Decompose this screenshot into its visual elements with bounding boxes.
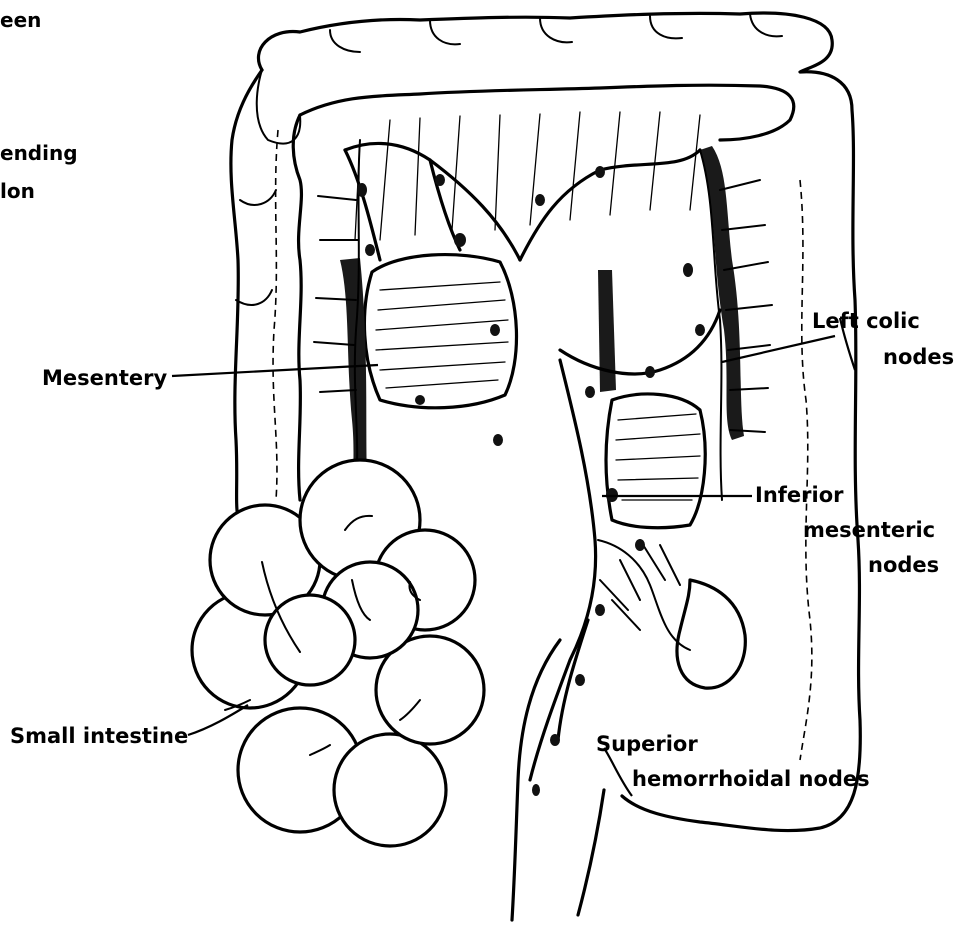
mesocolon-lines	[355, 112, 700, 240]
lymph-node	[595, 604, 605, 616]
label-ascending-colon-line1: ending	[0, 141, 78, 165]
colon-frame	[231, 13, 860, 831]
sigmoid-region	[512, 394, 745, 920]
lymph-node	[454, 233, 466, 247]
intestine-loop	[265, 595, 355, 685]
center-shadow-strip	[598, 270, 616, 392]
lymph-node	[365, 244, 375, 256]
arcade-upper	[345, 150, 700, 260]
lymph-node	[535, 194, 545, 206]
label-left-colic-line1: Left colic	[812, 309, 920, 333]
haustra-left	[236, 70, 300, 305]
lymph-node	[493, 434, 503, 446]
lymph-node	[695, 324, 705, 336]
label-mesentery: Mesentery	[42, 366, 167, 390]
label-inferior-mesenteric-line1: Inferior	[755, 483, 844, 507]
lymph-node	[490, 324, 500, 336]
colon-outer-outline	[258, 13, 860, 831]
mesentery-leader	[172, 365, 378, 376]
rectal-network	[598, 540, 690, 650]
colon-outer-left	[231, 70, 262, 520]
lymph-node	[575, 674, 585, 686]
descending-colon-dashed-taenia	[800, 180, 812, 760]
label-spleen-fragment: een	[0, 8, 41, 32]
middle-colic-vessel	[345, 143, 520, 260]
lymph-node	[645, 366, 655, 378]
label-superior-hemorrhoidal-line2: hemorrhoidal nodes	[632, 767, 870, 791]
lymph-node	[585, 386, 595, 398]
rectum-left-wall	[512, 640, 560, 920]
lymph-node	[550, 734, 560, 746]
label-inferior-mesenteric-line3: nodes	[868, 553, 939, 577]
label-inferior-mesenteric-line2: mesenteric	[803, 518, 935, 542]
mesentery-hatching	[376, 282, 508, 388]
label-small-intestine: Small intestine	[10, 724, 188, 748]
ascending-colon-inner	[293, 115, 301, 500]
lymph-node	[683, 263, 693, 277]
lymph-node	[357, 183, 367, 197]
lymph-node	[532, 784, 540, 796]
label-left-colic-line2: nodes	[883, 345, 954, 369]
left-colic-vessel	[560, 310, 720, 374]
lymph-node	[435, 174, 445, 186]
lymph-node	[415, 395, 425, 405]
transverse-colon-inner	[300, 85, 794, 140]
ascending-colon-dashed-taenia	[273, 130, 278, 500]
label-superior-hemorrhoidal-line1: Superior	[596, 732, 698, 756]
lymph-node	[635, 539, 645, 551]
mesentery-region	[340, 112, 744, 500]
sigmoid-hatching	[616, 414, 700, 500]
small-intestine-leader	[188, 705, 248, 735]
rectum-right-wall	[578, 790, 604, 915]
intestine-loop	[334, 734, 446, 846]
label-ascending-colon-line2: lon	[0, 179, 35, 203]
lymph-node	[595, 166, 605, 178]
small-intestine-loops	[192, 460, 484, 846]
sigmoid-colon	[677, 580, 745, 688]
